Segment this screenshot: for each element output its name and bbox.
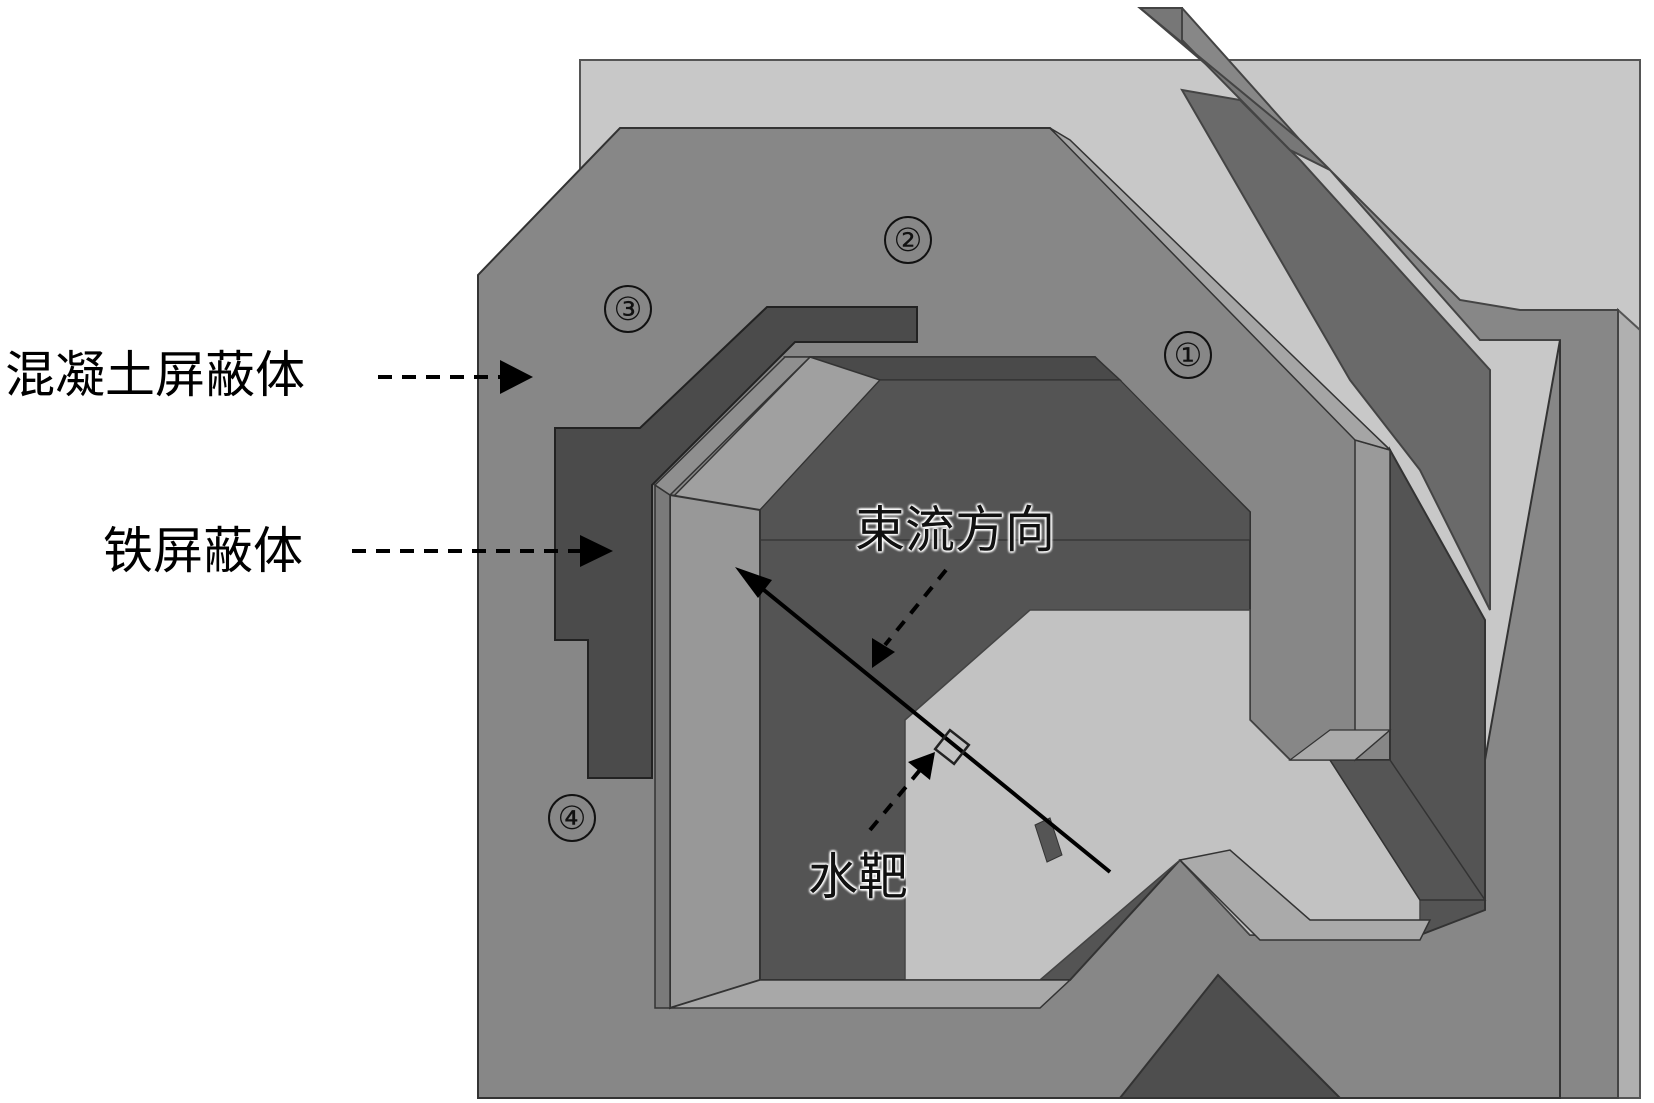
region-number-4: ④ bbox=[548, 794, 596, 842]
inner-left-wall-thin bbox=[654, 483, 671, 1009]
right-pillar-face bbox=[1354, 439, 1391, 762]
region-number-3: ③ bbox=[604, 285, 652, 333]
room-floor-mid bbox=[1328, 759, 1487, 901]
water-target-label: 水靶 bbox=[808, 848, 908, 906]
iron-shield bbox=[554, 306, 918, 779]
lower-right-ledge bbox=[1178, 849, 1432, 941]
inner-bottom-ledge bbox=[669, 979, 1072, 1009]
region-number-1: ① bbox=[1164, 331, 1212, 379]
inner-left-wall-top bbox=[653, 356, 812, 496]
outer-right-edge bbox=[1617, 307, 1641, 1099]
beam-line bbox=[746, 575, 1112, 874]
beam-direction-label: 束流方向 bbox=[855, 501, 1055, 559]
corridor-wall-upper bbox=[1137, 7, 1619, 1099]
beam-dash-arrowhead bbox=[872, 638, 895, 668]
concrete-arrowhead bbox=[500, 360, 533, 394]
corridor-side-dark bbox=[1137, 7, 1331, 171]
iron-shield-label: 铁屏蔽体 bbox=[103, 522, 303, 580]
right-pillar-bevel bbox=[1049, 127, 1391, 451]
region-number-2: ② bbox=[884, 216, 932, 264]
target-dash-arrowhead bbox=[908, 752, 935, 780]
right-pillar-foot bbox=[1288, 729, 1392, 761]
concrete-shield-label: 混凝土屏蔽体 bbox=[5, 346, 305, 404]
iron-arrowhead bbox=[580, 535, 613, 567]
water-target-marker bbox=[933, 728, 971, 766]
beam-dash-line bbox=[883, 568, 948, 647]
bottom-notch-dark bbox=[1117, 973, 1343, 1099]
beam-arrowhead bbox=[735, 567, 772, 598]
